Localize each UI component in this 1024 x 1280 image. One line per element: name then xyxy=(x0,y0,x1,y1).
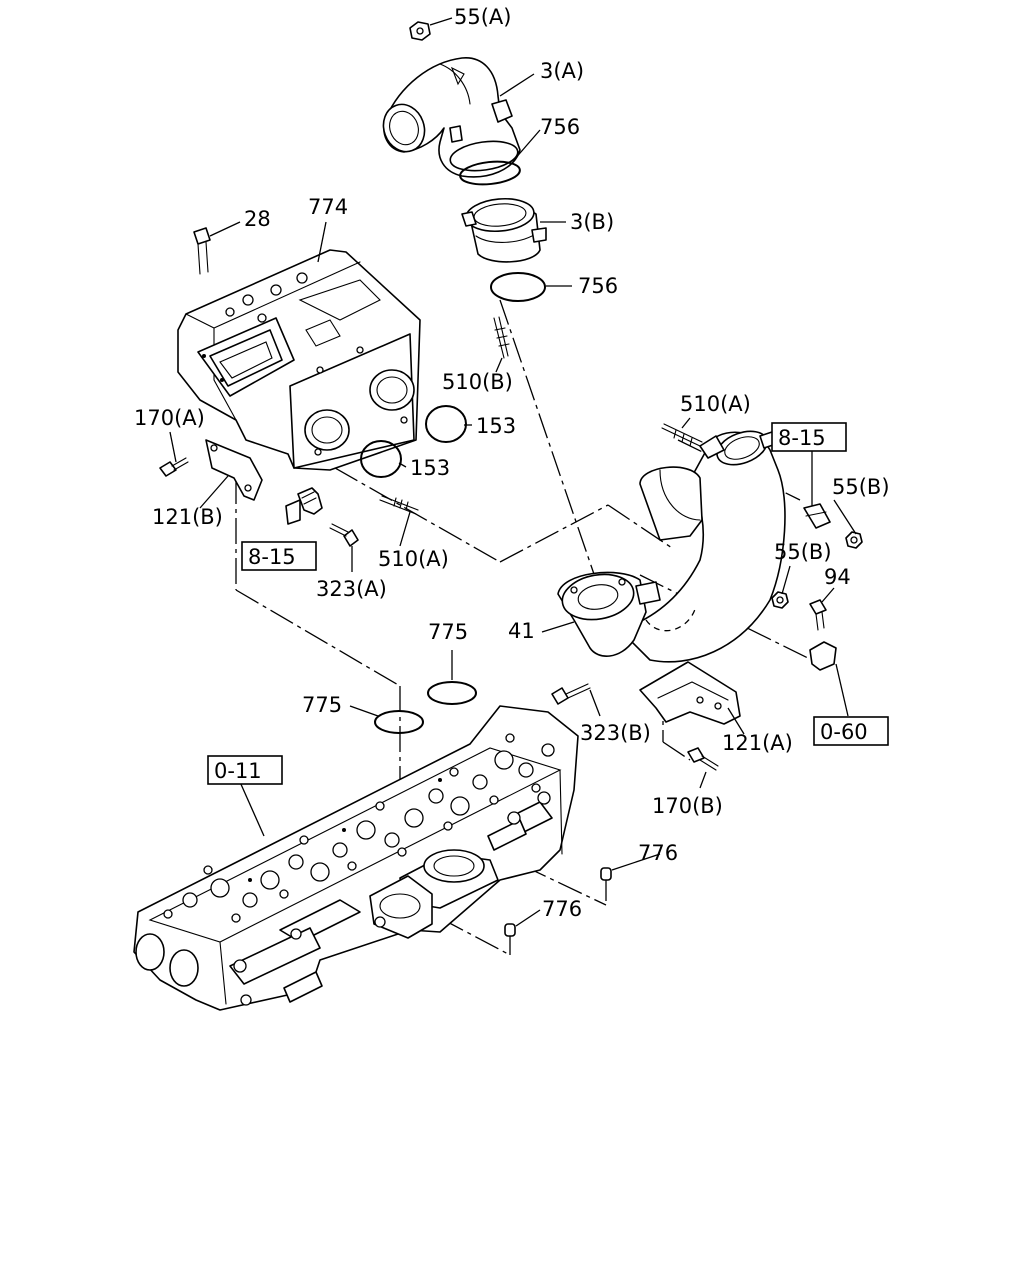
callout-510a-mid: 510(A) xyxy=(378,547,449,571)
callout-55a: 55(A) xyxy=(454,5,511,29)
gasket-153-upper xyxy=(425,405,467,443)
callout-776-bottom: 776 xyxy=(542,897,582,921)
callout-153-top: 153 xyxy=(476,414,516,438)
elbow-pipe-3a xyxy=(382,57,521,178)
callout-774: 774 xyxy=(308,195,348,219)
callout-153-bottom: 153 xyxy=(410,456,450,480)
callout-94: 94 xyxy=(824,565,851,589)
gasket-775-right xyxy=(427,681,477,705)
bracket-121a xyxy=(639,661,741,725)
gasket-775-left xyxy=(374,710,424,734)
callout-775-left: 775 xyxy=(302,693,342,717)
exhaust-manifold-774 xyxy=(177,249,421,471)
bolt-28-icon xyxy=(193,227,211,275)
pipe-41 xyxy=(557,571,697,657)
callout-775-right: 775 xyxy=(428,620,468,644)
callout-170a: 170(A) xyxy=(134,406,205,430)
ref-label-8-15-right: 8-15 xyxy=(778,426,826,450)
sensor-8-15-right xyxy=(803,503,831,529)
gasket-756-lower xyxy=(490,272,546,302)
ref-label-0-11: 0-11 xyxy=(214,759,262,783)
bolt-323a-icon xyxy=(329,523,359,547)
leader-lines xyxy=(169,17,857,927)
ref-0-60: 0-60 xyxy=(813,716,889,746)
gasket-153-lower xyxy=(360,440,402,478)
callout-510b: 510(B) xyxy=(442,370,513,394)
stud-510b-icon xyxy=(493,316,510,359)
callout-323b: 323(B) xyxy=(580,721,651,745)
dowel-776-bottom-icon xyxy=(504,923,516,937)
gasket-756-upper xyxy=(459,160,521,186)
callout-756-top: 756 xyxy=(540,115,580,139)
callout-510a-right: 510(A) xyxy=(680,392,751,416)
callout-55b-right: 55(B) xyxy=(832,475,890,499)
bolt-170b-icon xyxy=(687,747,719,771)
exhaust-pipe-right xyxy=(619,430,786,663)
bolt-94-icon xyxy=(809,599,837,671)
ref-label-0-60: 0-60 xyxy=(820,720,868,744)
dowel-776-top-icon xyxy=(600,867,612,881)
callout-3b: 3(B) xyxy=(570,210,614,234)
bolt-170a-icon xyxy=(159,457,189,477)
callout-756-mid: 756 xyxy=(578,274,618,298)
bolt-323b-icon xyxy=(551,683,591,705)
callout-323a: 323(A) xyxy=(316,577,387,601)
callout-41: 41 xyxy=(508,619,535,643)
ref-8-15-right: 8-15 xyxy=(771,422,847,452)
nut-55a-icon xyxy=(409,21,431,41)
callout-3a: 3(A) xyxy=(540,59,584,83)
ref-8-15-left: 8-15 xyxy=(241,541,317,571)
adapter-3b xyxy=(461,197,547,263)
clamp-8-15-left xyxy=(285,487,323,525)
callout-28: 28 xyxy=(244,207,271,231)
cylinder-head xyxy=(133,705,579,1011)
nut-55b-right-icon xyxy=(845,531,863,549)
ref-label-8-15-left: 8-15 xyxy=(248,545,296,569)
callout-121a: 121(A) xyxy=(722,731,793,755)
callout-121b: 121(B) xyxy=(152,505,223,529)
stud-510a-right-icon xyxy=(661,423,703,447)
head-surface-ports xyxy=(163,733,555,923)
bracket-121b xyxy=(205,439,263,501)
nut-55b-mid-icon xyxy=(771,591,789,609)
callout-labels: 55(A) 3(A) 756 774 28 3(B) 756 510(B) 51… xyxy=(134,5,890,921)
stud-510a-mid-icon xyxy=(379,495,419,515)
callout-776-top: 776 xyxy=(638,841,678,865)
ref-0-11: 0-11 xyxy=(207,755,283,785)
callout-170b: 170(B) xyxy=(652,794,723,818)
callout-55b-mid: 55(B) xyxy=(774,540,832,564)
